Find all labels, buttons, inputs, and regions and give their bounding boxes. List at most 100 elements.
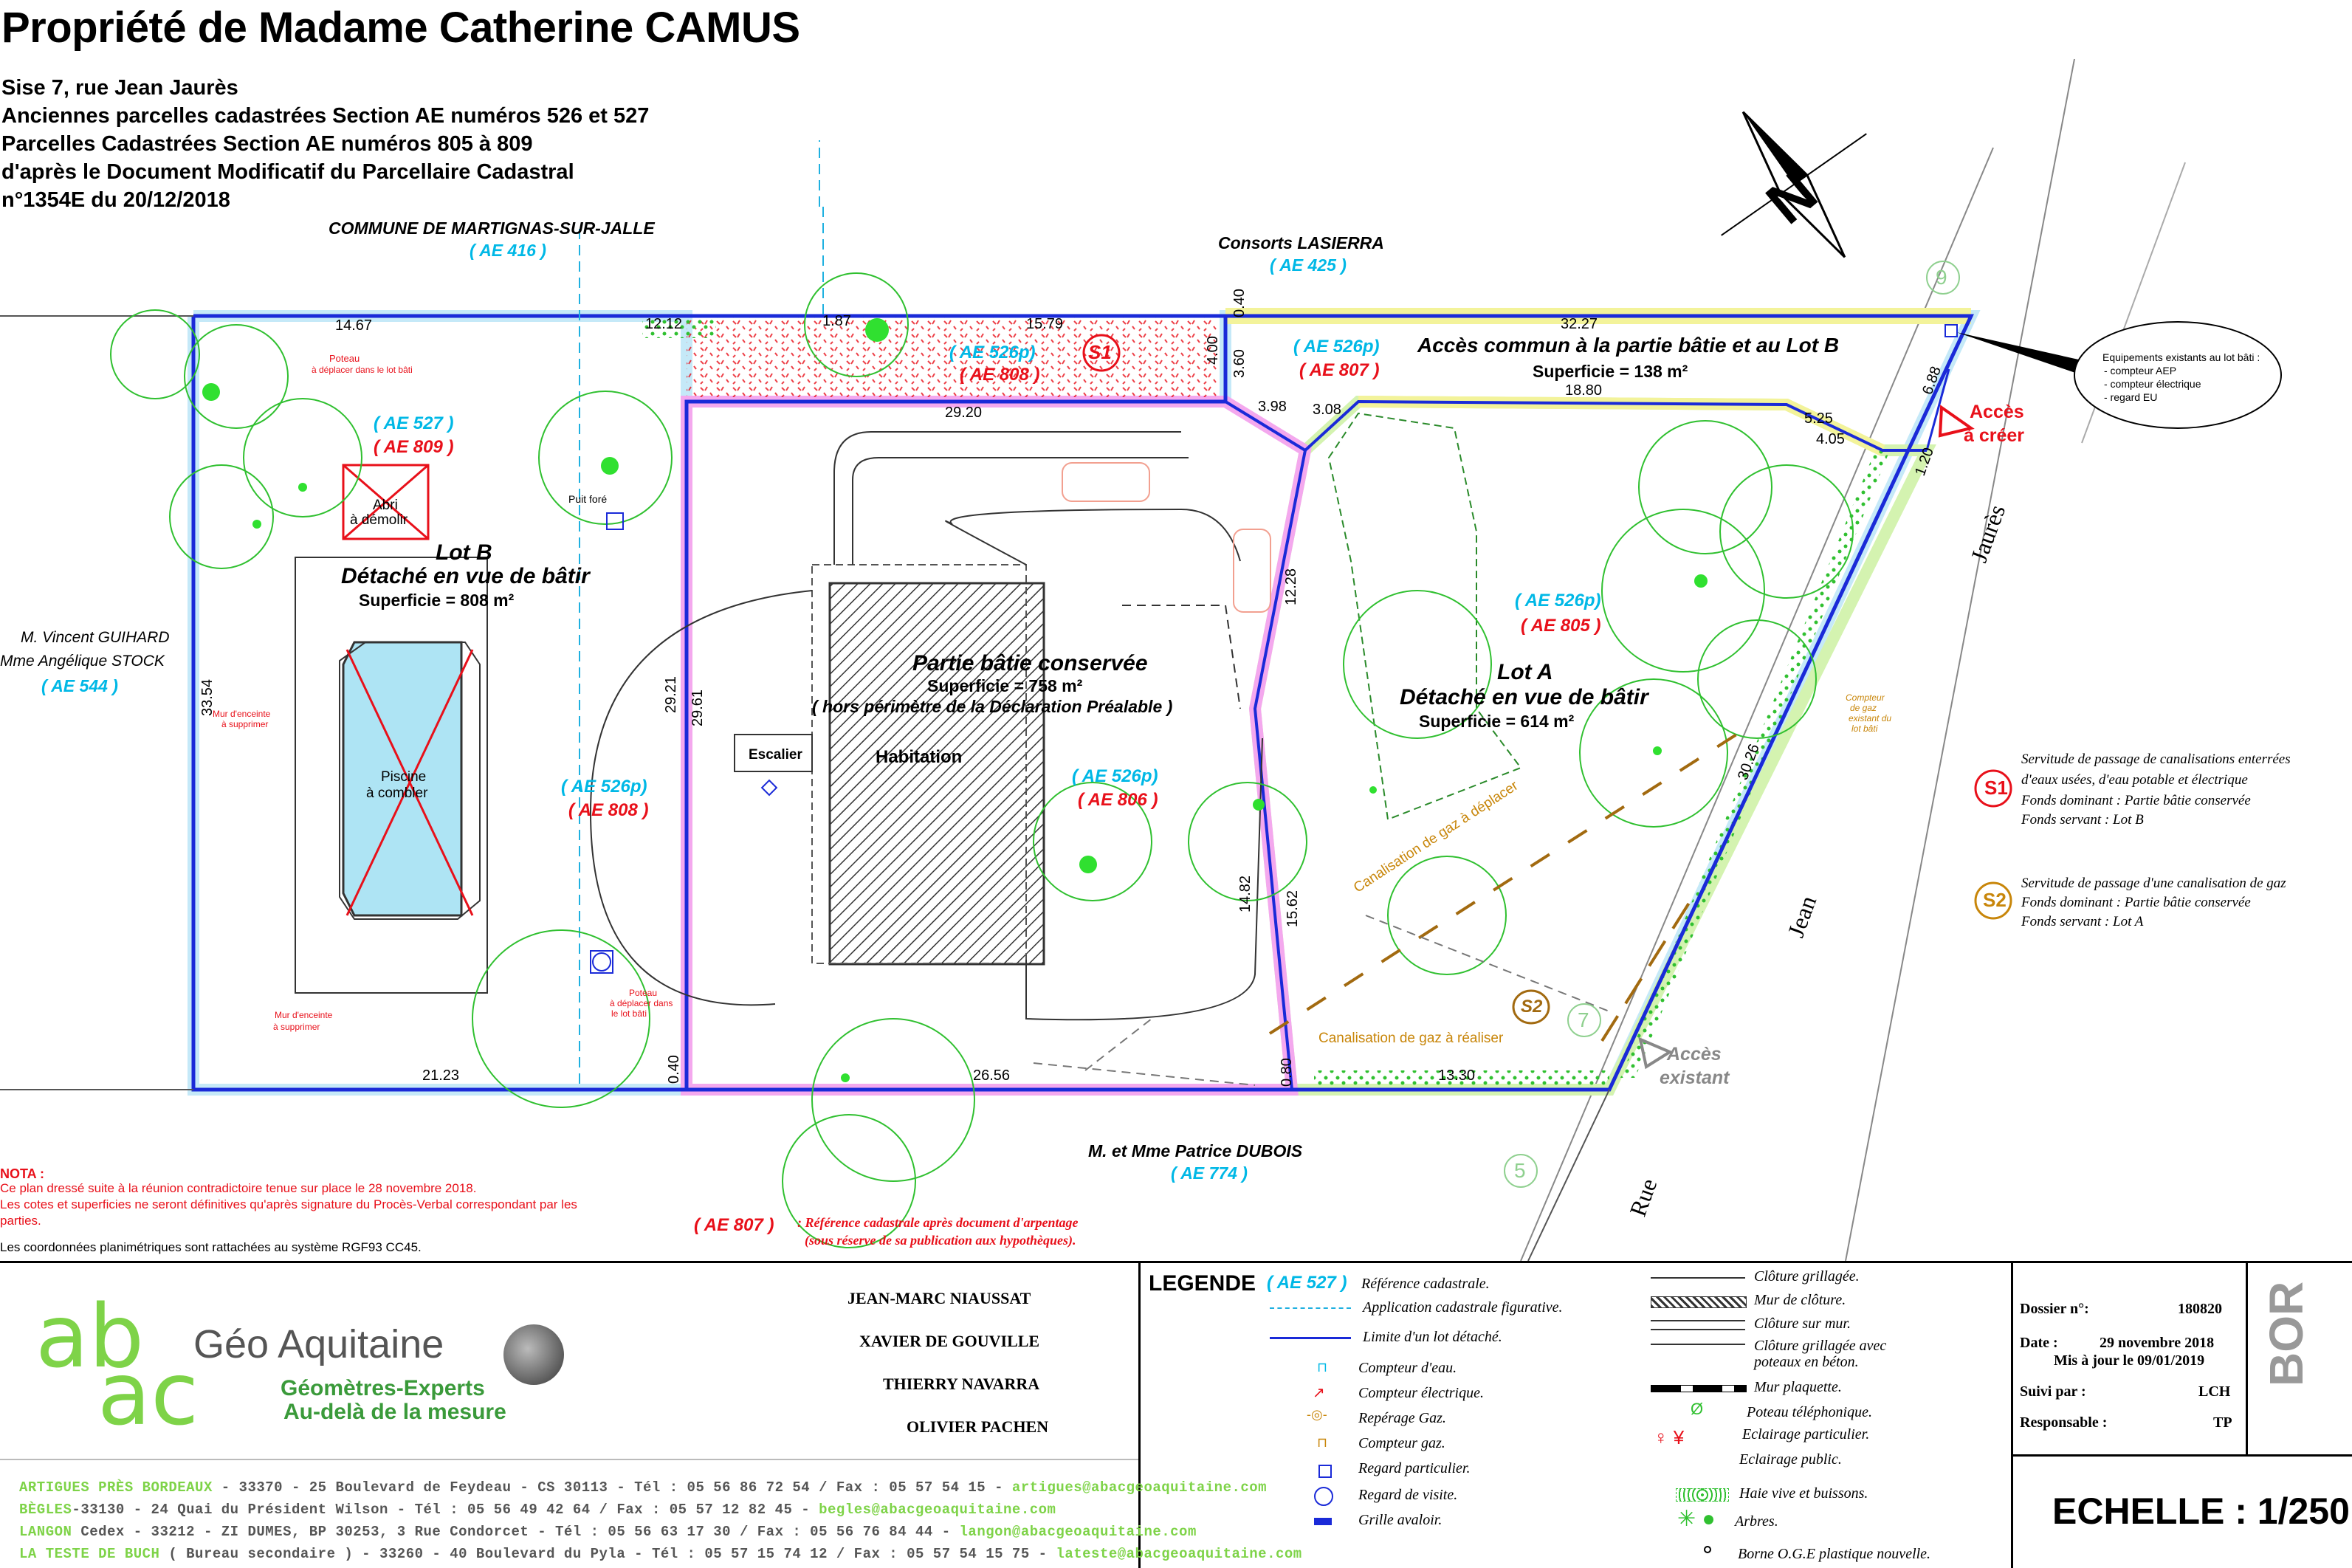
servitude-s2-line1: Servitude de passage d'une canalisation … [2021, 876, 2286, 891]
office-1: ARTIGUES PRÈS BORDEAUX - 33370 - 25 Boul… [19, 1479, 1268, 1496]
followed-by-label: Suivi par : [2020, 1383, 2086, 1400]
dimension-label: 0.80 [1279, 1058, 1295, 1087]
responsible-label: Responsable : [2020, 1414, 2108, 1431]
neighbour-w-name1: M. Vincent GUIHARD [21, 629, 170, 646]
followed-by-value: LCH [2198, 1383, 2231, 1400]
legend-item: Application cadastrale figurative. [1363, 1299, 1563, 1316]
gas-marker-icon: -◎- [1307, 1407, 1327, 1422]
electric-meter-icon: ↗ [1313, 1385, 1325, 1401]
legend-item: Mur de clôture. [1754, 1292, 1846, 1308]
dimension-label: 3.98 [1258, 399, 1287, 415]
lot-a-subtitle: Détaché en vue de bâtir [1400, 685, 1648, 709]
lighting-icon: ♀ ¥ [1654, 1426, 1685, 1448]
access-title: Accès commun à la partie bâtie et au Lot… [1417, 334, 1840, 357]
legend-title: LEGENDE [1149, 1271, 1256, 1296]
private-manhole-icon [1318, 1465, 1332, 1478]
pole-label-2b: à déplacer dans [610, 998, 673, 1008]
date-label: Date : [2020, 1335, 2058, 1351]
shed-label: Abri [373, 498, 398, 513]
legend-item: Repérage Gaz. [1358, 1410, 1446, 1426]
dimension-label: 14.67 [335, 317, 373, 334]
lot-a-title: Lot A [1497, 660, 1553, 684]
neighbour-s-ref: ( AE 774 ) [1171, 1163, 1248, 1183]
wall-label-1b: à supprimer [221, 719, 269, 729]
neighbour-w-name2: Mme Angélique STOCK [0, 653, 165, 670]
lot-a-area: Superficie = 614 m² [1419, 712, 1575, 731]
neighbour-s-name: M. et Mme Patrice DUBOIS [1088, 1141, 1303, 1160]
hedge-icon [1676, 1488, 1729, 1502]
servitude-s1-line3: Fonds dominant : Partie bâtie conservée [2021, 793, 2251, 808]
legend-item: Haie vive et buissons. [1739, 1485, 1868, 1502]
borne-number: 9 [1936, 266, 1947, 289]
equipment-item-3: - regard EU [2104, 391, 2158, 403]
north-arrow [1721, 111, 1867, 258]
gas-meter-label-1: Compteur [1846, 692, 1885, 703]
nota-line-1: Ce plan dressé suite à la réunion contra… [0, 1181, 477, 1195]
s2-marker-label: S2 [1521, 997, 1543, 1017]
dimension-label: 14.82 [1237, 875, 1254, 912]
legend-item: Clôture sur mur. [1754, 1316, 1851, 1332]
neighbour-nw-ref: ( AE 416 ) [470, 241, 546, 260]
legend-item: Regard particulier. [1358, 1460, 1471, 1476]
company-name: Géo Aquitaine [193, 1322, 444, 1366]
dimension-label: 26.56 [973, 1067, 1011, 1084]
dimension-label: 4.00 [1205, 336, 1221, 365]
servitude-s2-line3: Fonds servant : Lot A [2021, 914, 2144, 929]
company-logo-ab: ab [35, 1285, 145, 1387]
access-ref-old: ( AE 526p) [1293, 337, 1380, 357]
dimension-label: 0.40 [1231, 289, 1248, 317]
dimension-label: 12.28 [1283, 568, 1299, 605]
date-value: 29 novembre 2018 [2100, 1335, 2215, 1351]
street-edge-line-2 [1845, 58, 2075, 1261]
office-code: BOR [2260, 1281, 2313, 1386]
legend-item: Borne O.G.E plastique nouvelle. [1738, 1546, 1931, 1562]
water-meter-icon: ⊓ [1317, 1360, 1328, 1375]
equipment-item-2: - compteur électrique [2104, 378, 2201, 390]
servitude-s1-line2: d'eaux usées, d'eau potable et électriqu… [2021, 772, 2248, 788]
servitude-s2-tag: S2 [1983, 889, 2007, 911]
ref-legend-line-2: (sous réserve de sa publication aux hypo… [805, 1233, 1076, 1248]
document-number-line: n°1354E du 20/12/2018 [1, 188, 230, 212]
lot-a-ref-old: ( AE 526p) [1515, 591, 1601, 611]
lot-806-ref-new: ( AE 806 ) [1078, 790, 1158, 810]
page-title: Propriété de Madame Catherine CAMUS [1, 4, 800, 52]
built-title: Partie bâtie conservée [912, 651, 1148, 675]
dimension-label: 15.62 [1285, 890, 1301, 927]
ref-legend-line-1: : Référence cadastrale après document d'… [797, 1215, 1079, 1230]
legend-item: Mur plaquette. [1754, 1379, 1842, 1395]
dimension-label: 29.20 [945, 405, 983, 421]
gas-meter-icon: ⊓ [1317, 1435, 1328, 1450]
nota-title: NOTA : [0, 1166, 44, 1181]
nota-line-2: Les cotes et superficies ne seront défin… [0, 1197, 577, 1211]
neighbour-nw-name: COMMUNE DE MARTIGNAS-SUR-JALLE [329, 219, 655, 238]
drain-grate-icon [1314, 1518, 1332, 1525]
wall-label-2: Mur d'enceinte [275, 1010, 333, 1020]
globe-icon [503, 1324, 564, 1385]
car-outline [1062, 462, 1150, 502]
dimension-label: 21.23 [422, 1067, 460, 1084]
gas-meter-label-2: de gaz [1850, 703, 1877, 713]
scale-label: ECHELLE : 1/250 [2052, 1490, 2350, 1532]
dimension-label: 3.60 [1231, 349, 1248, 378]
cadastral-plan: N [0, 58, 2282, 1261]
built-note: ( hors périmètre de la Déclaration Préal… [812, 697, 1173, 716]
legend-item: Eclairage public. [1739, 1451, 1842, 1468]
manhole-icon [1314, 1487, 1333, 1506]
servitude-s1-tag: S1 [1984, 777, 2008, 799]
neighbour-ne-name: Consorts LASIERRA [1218, 233, 1384, 252]
strip-808-top-ref-new: ( AE 808 ) [960, 365, 1040, 385]
legend-ref-sample: ( AE 527 ) [1267, 1273, 1347, 1293]
access-create-label: Accès [1970, 402, 2024, 422]
servitude-s1-line1: Servitude de passage de canalisations en… [2021, 752, 2291, 767]
pole-label-1: Poteau [329, 353, 360, 364]
dimension-label: 29.61 [690, 689, 706, 726]
dossier-label: Dossier n°: [2020, 1301, 2089, 1317]
document-line: d'après le Document Modificatif du Parce… [1, 160, 574, 184]
legend-item: Compteur électrique. [1358, 1385, 1484, 1401]
legend-item: Compteur gaz. [1358, 1435, 1445, 1451]
title-block: ab ac Géo Aquitaine Géomètres-Experts Au… [0, 1261, 2352, 1568]
neighbour-ne-ref: ( AE 425 ) [1270, 255, 1347, 275]
office-4: LA TESTE DE BUCH ( Bureau secondaire ) -… [19, 1546, 1302, 1562]
legend-item: Regard de visite. [1358, 1487, 1458, 1503]
building-label: Habitation [876, 747, 963, 767]
